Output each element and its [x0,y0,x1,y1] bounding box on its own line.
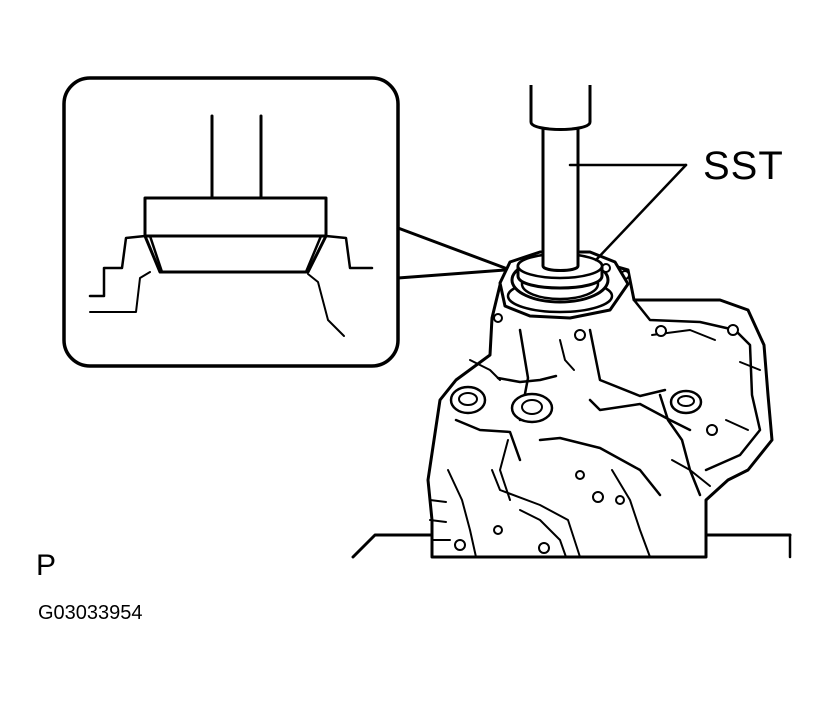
view-letter: P [36,549,57,582]
sst-tool [516,85,604,290]
sst-label: SST [703,144,784,188]
figure-code: G03033954 [38,602,143,624]
sst-leader-lines [568,163,688,262]
transfer-housing [426,260,774,559]
detail-inset [62,76,507,368]
